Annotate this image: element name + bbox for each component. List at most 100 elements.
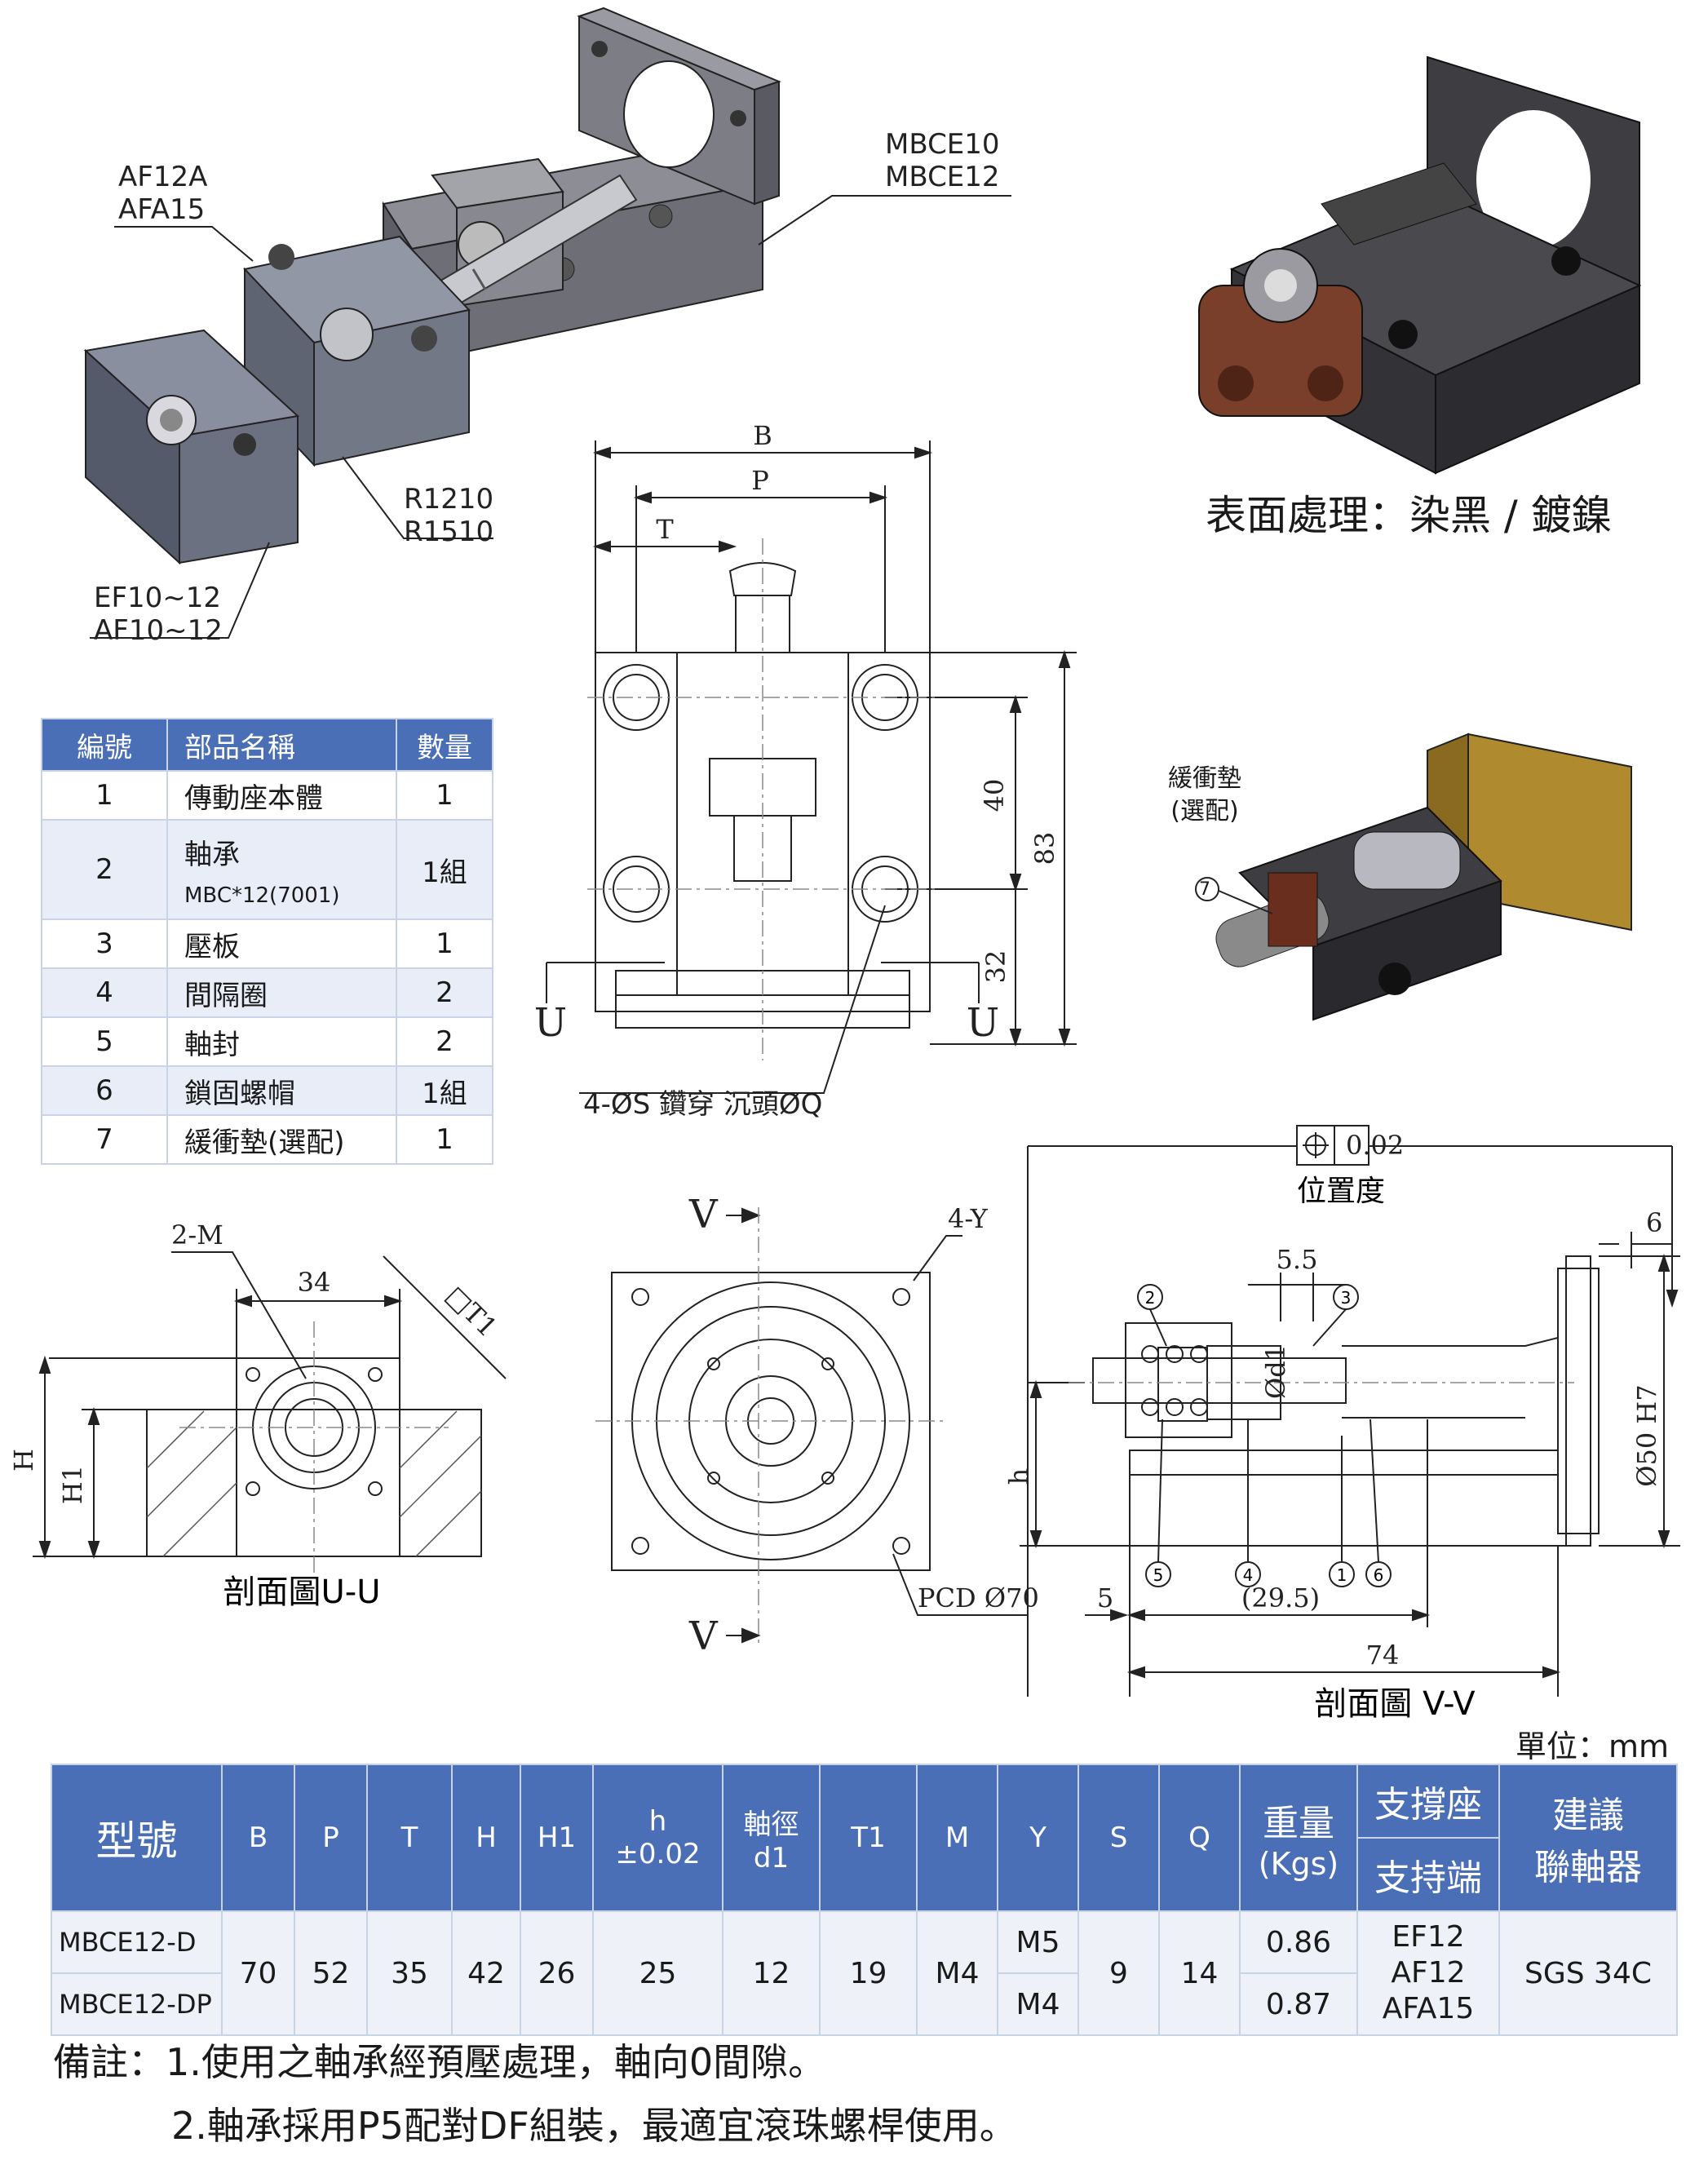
- spec-cell-m: M4: [916, 1910, 998, 2036]
- vv-marker-4: 4: [1243, 1565, 1254, 1585]
- section-vv-drawing: 0.02 位置度 6 5.5 Ød1 Ø50 H7 h 5 (29.5) 74 …: [1003, 1125, 1680, 1723]
- brown-end-cap-render: [1198, 248, 1363, 417]
- uu-dim-t1: □T1: [440, 1280, 503, 1343]
- vv-tol-label: 位置度: [1297, 1175, 1385, 1208]
- spec-header-weight: 重量 (Kgs): [1239, 1764, 1358, 1912]
- section-mark-u-left: U: [534, 1000, 567, 1046]
- surface-finish-text: 表面處理：染黑 / 鍍鎳: [1206, 492, 1613, 539]
- parts-cell-no: 5: [41, 1016, 168, 1067]
- spec-cell-d1: 12: [722, 1910, 821, 2036]
- spec-header-y: Y: [997, 1764, 1079, 1912]
- spec-cell-model-2: MBCE12-DP: [51, 1972, 223, 2036]
- spec-cell-h1: 26: [520, 1910, 594, 2036]
- parts-cell-qty: 1組: [396, 1065, 493, 1116]
- parts-cell-no: 1: [41, 770, 168, 821]
- parts-header-no: 編號: [41, 718, 168, 772]
- callout-r1510: R1510: [404, 516, 493, 548]
- vv-dim-d1: Ød1: [1260, 1344, 1291, 1399]
- parts-row: 5 軸封 2: [41, 1016, 493, 1067]
- parts-cell-name: 間隔圈: [166, 967, 397, 1018]
- vv-dim-74: 74: [1366, 1640, 1400, 1671]
- parts-cell-name: 緩衝墊(選配): [166, 1114, 397, 1165]
- buffer-pad-marker: 7: [1199, 879, 1210, 900]
- exploded-assembly-illustration: AF12A AFA15 MBCE10 MBCE12 R1210 R1510 EF…: [83, 7, 1011, 647]
- parts-cell-no: 2: [41, 819, 168, 920]
- top-view-drawing: B P T 40 83 32 U U 4-ØS 鑽穿 沉頭ØQ: [534, 420, 1077, 1121]
- spec-header-t: T: [366, 1764, 453, 1912]
- spec-header-coupling-line2: 聯軸器: [1534, 1847, 1642, 1888]
- parts-row: 2 軸承 MBC*12(7001) 1組: [41, 819, 493, 920]
- dim-b: B: [753, 420, 772, 451]
- spec-header-d1-line2: d1: [753, 1841, 790, 1875]
- parts-header-name: 部品名稱: [166, 718, 397, 772]
- front-view-drawing: V V 4-Y PCD Ø70: [595, 1192, 1039, 1659]
- vv-dim-295: (29.5): [1241, 1582, 1320, 1613]
- spec-cell-y-2: M4: [997, 1972, 1079, 2036]
- parts-row: 3 壓板 1: [41, 918, 493, 969]
- dim-t: T: [656, 514, 674, 545]
- parts-cell-no: 4: [41, 967, 168, 1018]
- vv-marker-5: 5: [1153, 1565, 1164, 1585]
- uu-dim-h1: H1: [57, 1465, 88, 1504]
- uu-title: 剖面圖U-U: [223, 1574, 381, 1611]
- uu-dim-2m: 2-M: [171, 1224, 223, 1250]
- spec-header-model: 型號: [51, 1764, 223, 1912]
- spec-header-support-seat: 支撐座: [1356, 1764, 1500, 1839]
- parts-row: 1 傳動座本體 1: [41, 770, 493, 821]
- spec-header-d1-line1: 軸徑: [743, 1808, 799, 1841]
- parts-cell-no: 3: [41, 918, 168, 969]
- buffer-pad-label-line2: (選配): [1170, 797, 1239, 825]
- uu-dim-34: 34: [298, 1267, 331, 1298]
- parts-cell-qty: 1組: [396, 819, 493, 920]
- vv-marker-1: 1: [1337, 1565, 1347, 1585]
- spec-header-h: H: [451, 1764, 521, 1912]
- spec-header-coupling-line1: 建議: [1552, 1795, 1624, 1836]
- spec-cell-q: 14: [1158, 1910, 1241, 2036]
- note-2: 2.軸承採用P5配對DF組裝，最適宜滾珠螺桿使用。: [171, 2104, 1017, 2148]
- uu-dim-h: H: [8, 1449, 39, 1472]
- parts-cell-name-sub: MBC*12(7001): [184, 883, 340, 908]
- spec-cell-s: 9: [1077, 1910, 1160, 2036]
- parts-row: 7 緩衝墊(選配) 1: [41, 1114, 493, 1165]
- spec-header-hh: h ±0.02: [592, 1764, 723, 1912]
- vv-marker-6: 6: [1374, 1565, 1384, 1585]
- dim-83: 83: [1029, 832, 1060, 865]
- parts-table: 編號 部品名稱 數量 1 傳動座本體 1 2 軸承 MBC*12(7001) 1…: [41, 718, 493, 1165]
- spec-row: MBCE12-D 70 52 35 42 26 25 12 19 M4 M5 9…: [51, 1910, 1678, 2036]
- spec-header-s: S: [1077, 1764, 1160, 1912]
- product-render-black: [1198, 55, 1642, 475]
- vv-dim-d50: Ø50 H7: [1631, 1384, 1662, 1486]
- spec-row: MBCE12-DP M4 0.87: [51, 1972, 1677, 2036]
- unit-label: 單位：mm: [1516, 1728, 1670, 1764]
- spec-cell-support-3: AFA15: [1382, 1992, 1475, 2025]
- callout-afa15: AFA15: [118, 193, 205, 226]
- parts-cell-name: 軸承 MBC*12(7001): [166, 819, 397, 920]
- vv-marker-3: 3: [1341, 1288, 1352, 1308]
- spec-header-q: Q: [1158, 1764, 1241, 1912]
- parts-cell-no: 7: [41, 1114, 168, 1165]
- callout-mbce12: MBCE12: [885, 161, 1000, 193]
- ef-support-block-render: [83, 329, 300, 565]
- callout-r1210: R1210: [404, 483, 493, 516]
- vv-title: 剖面圖 V-V: [1314, 1685, 1476, 1723]
- callout-af: AF10~12: [94, 614, 223, 647]
- vv-dim-6: 6: [1646, 1207, 1662, 1238]
- hole-note: 4-ØS 鑽穿 沉頭ØQ: [583, 1088, 822, 1121]
- spec-header-t1: T1: [819, 1764, 918, 1912]
- parts-cell-qty: 2: [396, 967, 493, 1018]
- spec-cell-model-1: MBCE12-D: [51, 1910, 223, 1974]
- parts-row: 6 鎖固螺帽 1組: [41, 1065, 493, 1116]
- section-uu-drawing: 2-M 34 □T1 H H1 剖面圖U-U: [8, 1224, 507, 1611]
- parts-cell-no: 6: [41, 1065, 168, 1116]
- spec-header-h1: H1: [520, 1764, 594, 1912]
- dim-p: P: [751, 465, 769, 496]
- spec-cell-p: 52: [294, 1910, 368, 2036]
- section-mark-u-right: U: [967, 1000, 999, 1046]
- parts-cell-name: 傳動座本體: [166, 770, 397, 821]
- spec-cell-t: 35: [366, 1910, 453, 2036]
- vv-dim-5: 5: [1097, 1582, 1113, 1613]
- spec-header-hh-line2: ±0.02: [615, 1838, 701, 1870]
- parts-cell-qty: 1: [396, 770, 493, 821]
- spec-cell-t1: 19: [819, 1910, 918, 2036]
- spec-cell-weight-2: 0.87: [1239, 1972, 1358, 2036]
